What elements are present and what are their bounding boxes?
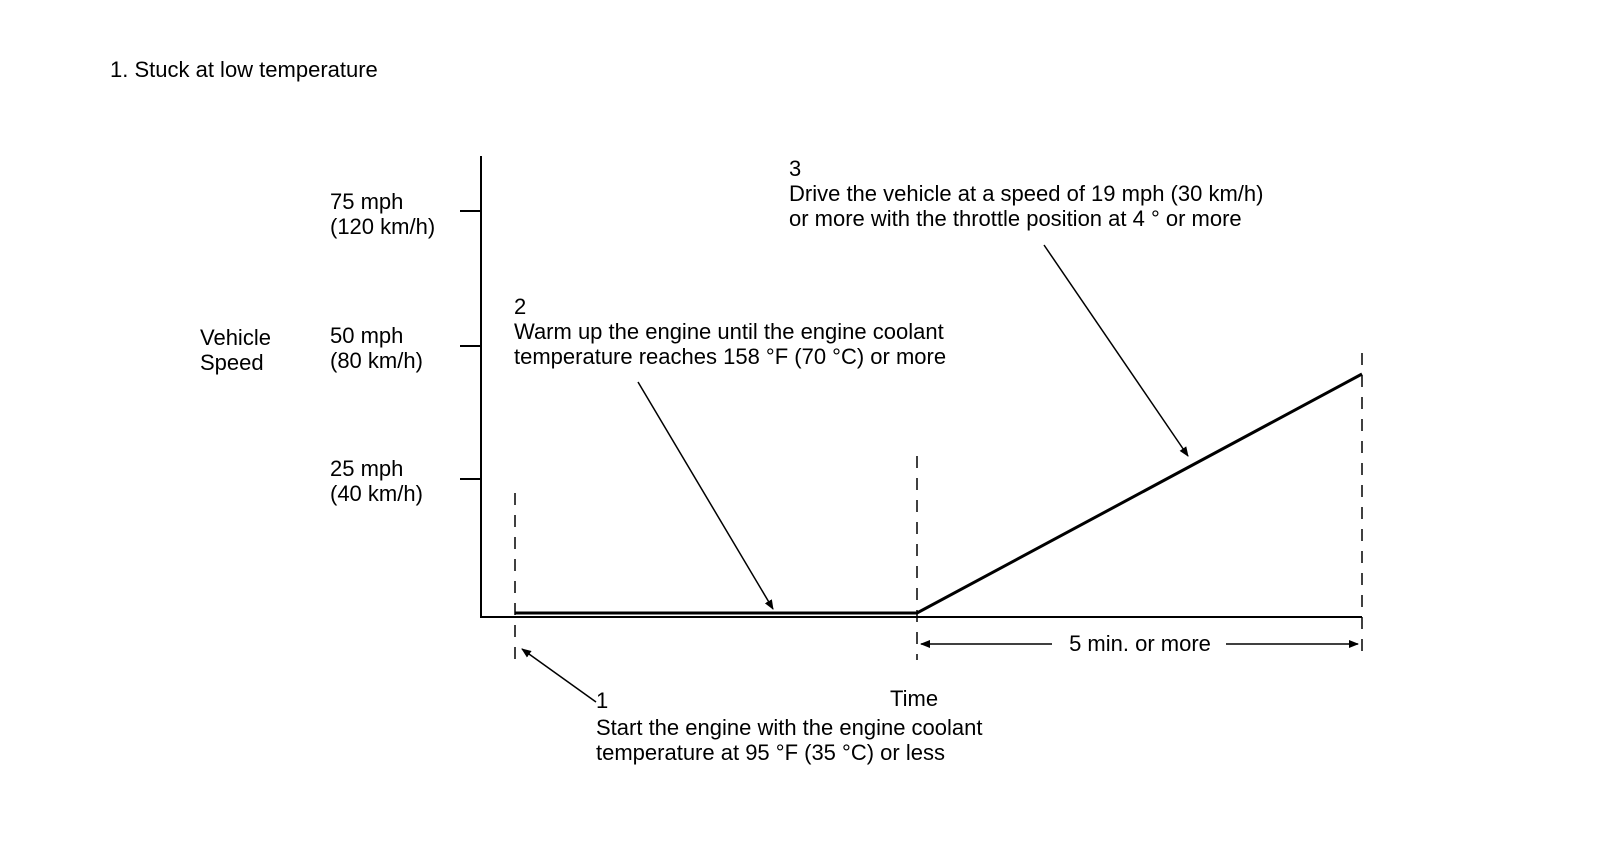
- diagram-heading: 1. Stuck at low temperature: [110, 57, 378, 82]
- step-1-text-line-1: Start the engine with the engine coolant: [596, 715, 983, 740]
- step-3-text-line-1: Drive the vehicle at a speed of 19 mph (…: [789, 181, 1264, 206]
- y-axis-label: Vehicle Speed: [200, 325, 271, 375]
- step-3-annotation: 3 Drive the vehicle at a speed of 19 mph…: [789, 156, 1263, 231]
- speed-profile-line: [515, 372, 1363, 615]
- step-1-annotation: Start the engine with the engine coolant…: [596, 715, 983, 765]
- step-3-text-line-2: or more with the throttle position at 4 …: [789, 206, 1242, 231]
- step-2-text-line-2: temperature reaches 158 °F (70 °C) or mo…: [514, 344, 947, 369]
- y-tick-label-50: 50 mph (80 km/h): [330, 323, 423, 373]
- step-2-arrow: [637, 381, 774, 610]
- step-2-annotation: 2 Warm up the engine until the engine co…: [514, 294, 946, 369]
- y-tick-kmh: (120 km/h): [330, 214, 436, 239]
- step-1-text-line-2: temperature at 95 °F (35 °C) or less: [596, 740, 945, 765]
- y-tick-mph: 25 mph: [330, 456, 404, 481]
- x-axis-label: Time: [890, 686, 939, 711]
- y-axis-label-line-1: Vehicle: [200, 325, 271, 350]
- step-2-number: 2: [514, 294, 527, 319]
- step-1-number: 1: [596, 688, 609, 713]
- y-axis-label-line-2: Speed: [200, 350, 264, 375]
- y-tick-mph: 75 mph: [330, 189, 404, 214]
- y-tick-kmh: (80 km/h): [330, 348, 423, 373]
- y-tick-kmh: (40 km/h): [330, 481, 423, 506]
- y-tick-label-25: 25 mph (40 km/h): [330, 456, 423, 506]
- step-2-text-line-1: Warm up the engine until the engine cool…: [514, 319, 944, 344]
- step-3-number: 3: [789, 156, 802, 181]
- interval-label: 5 min. or more: [1069, 631, 1211, 656]
- step-1-arrow: [521, 648, 597, 703]
- y-tick-label-75: 75 mph (120 km/h): [330, 189, 435, 239]
- y-tick-mph: 50 mph: [330, 323, 404, 348]
- step-3-arrow: [1043, 244, 1189, 457]
